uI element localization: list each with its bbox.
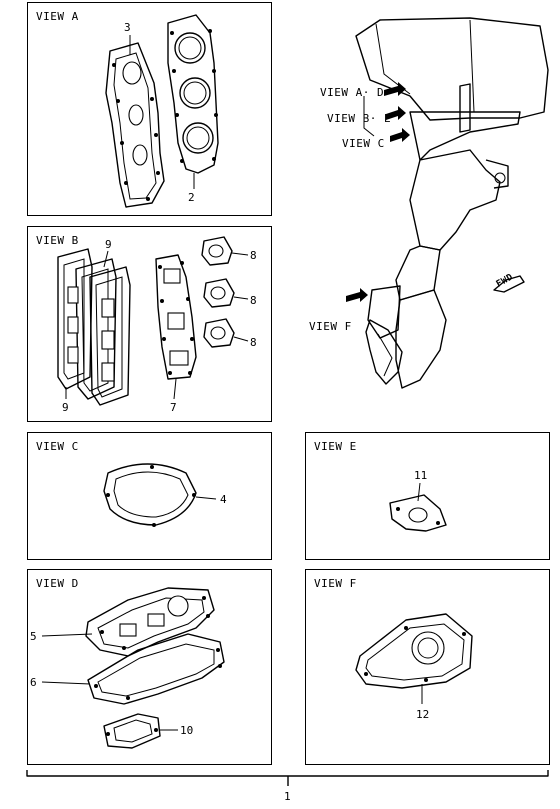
manifold-gasket-drawing [57, 236, 249, 406]
callout-3: 3 [124, 21, 131, 34]
panel-title-view-b: VIEW B [36, 234, 79, 247]
panel-title-view-d: VIEW D [36, 577, 79, 590]
gasket-e-drawing [389, 482, 447, 532]
exhaust-gasket-drawing [41, 587, 225, 749]
engine-label-view-b-e: VIEW B· E [327, 112, 392, 125]
panel-view-d: VIEW D 5 6 10 [27, 569, 272, 765]
water-pump-gasket-drawing [355, 613, 473, 704]
arrow-view-c [390, 128, 410, 142]
engine-label-view-f: VIEW F [309, 320, 352, 333]
callout-1-assembly: 1 [284, 790, 291, 803]
callout-4: 4 [220, 493, 227, 506]
engine-label-view-c: VIEW C [342, 137, 385, 150]
head-cover-gasket-drawing [105, 14, 219, 208]
callout-11: 11 [414, 469, 428, 482]
panel-view-f: VIEW F 12 [305, 569, 550, 765]
cover-gasket-c-drawing [103, 463, 217, 527]
panel-view-c: VIEW C 4 [27, 432, 272, 560]
callout-8-c: 8 [250, 336, 257, 349]
callout-6: 6 [30, 676, 37, 689]
panel-title-view-e: VIEW E [314, 440, 357, 453]
callout-7: 7 [170, 401, 177, 414]
callout-9-top: 9 [105, 238, 112, 251]
callout-5: 5 [30, 630, 37, 643]
callout-9-bottom: 9 [62, 401, 69, 414]
callout-12: 12 [416, 708, 430, 721]
panel-title-view-f: VIEW F [314, 577, 357, 590]
arrow-view-f [346, 288, 368, 302]
panel-view-b: VIEW B 9 9 7 8 8 8 [27, 226, 272, 422]
callout-8-b: 8 [250, 294, 257, 307]
arrow-view-b-e [386, 106, 406, 120]
callout-10: 10 [180, 724, 194, 737]
panel-title-view-c: VIEW C [36, 440, 79, 453]
engine-label-view-a-d: VIEW A· D [320, 86, 385, 99]
callout-2: 2 [188, 191, 195, 204]
panel-title-view-a: VIEW A [36, 10, 79, 23]
panel-view-e: VIEW E 11 [305, 432, 550, 560]
arrow-view-a-d [384, 82, 406, 96]
panel-view-a: VIEW A 3 2 [27, 2, 272, 216]
callout-8-a: 8 [250, 249, 257, 262]
